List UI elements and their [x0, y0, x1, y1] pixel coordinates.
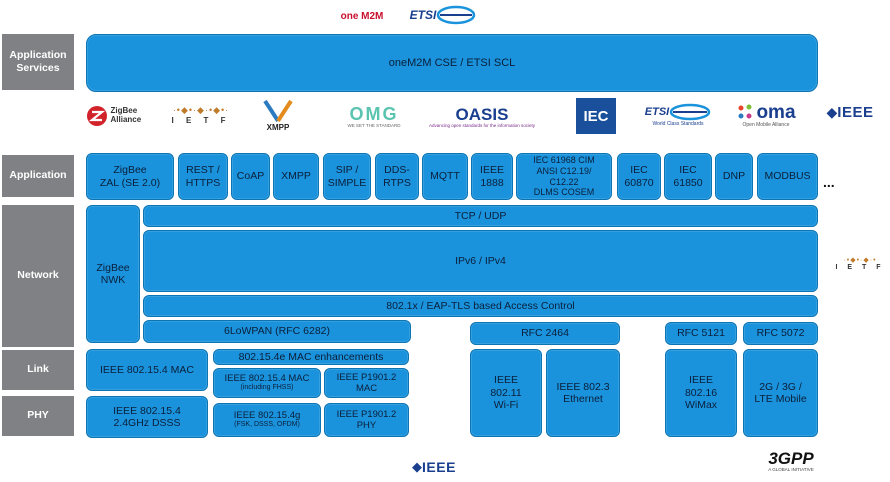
- omg-logo: OMG WE SET THE STANDARD: [340, 100, 408, 132]
- mac-154-fhss-label: IEEE 802.15.4 MAC: [224, 373, 310, 385]
- ethernet-block: IEEE 802.3 Ethernet: [546, 349, 620, 437]
- phy-154g-block: IEEE 802.15.4g (FSK, DSSS, OFDM): [213, 403, 321, 437]
- rfc-5072-block: RFC 5072: [743, 322, 818, 345]
- mac-154-block: IEEE 802.15.4 MAC: [86, 349, 208, 391]
- ieee-bottom-logo: ◆ IEEE: [398, 456, 470, 478]
- onem2m-logo: one M2M: [340, 4, 384, 30]
- wimax-block: IEEE 802.16 WiMax: [665, 349, 737, 437]
- ietf-right-logo-text: I E T F: [835, 263, 885, 271]
- ietf-right-logo: ·•◆•·◆·• I E T F: [832, 246, 888, 280]
- layer-label-network: Network: [2, 205, 74, 347]
- 3gpp-logo-text: 3GPP: [768, 449, 814, 468]
- layer-label-phy: PHY: [2, 396, 74, 436]
- iec-60870-block: IEC 60870: [617, 153, 661, 200]
- etsi-tagline: World Class Standards: [652, 121, 704, 127]
- ipv6-ipv4-block: IPv6 / IPv4: [143, 230, 818, 292]
- mobile-block: 2G / 3G / LTE Mobile: [743, 349, 818, 437]
- layer-label-app-services: Application Services: [2, 34, 74, 90]
- layer-label-application: Application: [2, 155, 74, 197]
- p1901-mac-block: IEEE P1901.2 MAC: [324, 368, 409, 398]
- onem2m-cse-block: oneM2M CSE / ETSI SCL: [86, 34, 818, 92]
- oma-logo-text: oma: [756, 101, 796, 123]
- iec-logo-text: IEC: [583, 107, 609, 125]
- phy-154g-label: IEEE 802.15.4g: [233, 410, 301, 422]
- mqtt-block: MQTT: [422, 153, 468, 200]
- etsi-row-swoosh-icon: [669, 103, 711, 121]
- etsi-top-logo-text: ETSI: [409, 8, 437, 22]
- dnp-block: DNP: [715, 153, 753, 200]
- ietf-logo-text: I E T F: [171, 116, 231, 125]
- etsi-row-logo: ETSI World Class Standards: [636, 98, 720, 132]
- omg-tagline: WE SET THE STANDARD: [347, 122, 401, 128]
- phy-154g-sublabel: (FSK, DSSS, OFDM): [234, 421, 300, 429]
- ieee-row-logo-text: IEEE: [837, 103, 874, 121]
- dds-rtps-block: DDS- RTPS: [375, 153, 419, 200]
- zigbee-alliance-logo: ZigBee Alliance: [84, 100, 156, 132]
- mac-154-fhss-sublabel: (including FHSS): [240, 384, 294, 392]
- xmpp-logo-text: XMPP: [266, 122, 290, 132]
- more-ellipsis: ...: [823, 174, 835, 190]
- mac-154-fhss-block: IEEE 802.15.4 MAC (including FHSS): [213, 368, 321, 398]
- oasis-logo: OASIS Advancing open standards for the i…: [422, 102, 542, 132]
- 3gpp-tagline: A GLOBAL INITIATIVE: [768, 467, 814, 472]
- zigbee-zal-block: ZigBee ZAL (SE 2.0): [86, 153, 174, 200]
- ietf-logo: ·•◆•·◆·•◆•· I E T F: [170, 98, 232, 132]
- sip-simple-block: SIP / SIMPLE: [323, 153, 371, 200]
- ieee-1888-block: IEEE 1888: [471, 153, 513, 200]
- etsi-top-logo: ETSI: [406, 4, 480, 26]
- etsi-swoosh-icon: [437, 5, 476, 25]
- iec-61968-block: IEC 61968 CIM ANSI C12.19/ C12.22 DLMS C…: [516, 153, 612, 200]
- phy-154-block: IEEE 802.15.4 2.4GHz DSSS: [86, 396, 208, 438]
- onem2m-logo-text: one M2M: [340, 11, 384, 22]
- iec-61850-block: IEC 61850: [664, 153, 712, 200]
- xmpp-icon: [263, 99, 293, 122]
- omg-logo-text: OMG: [349, 103, 399, 124]
- zigbee-z-icon: [86, 106, 107, 126]
- ieee-bottom-diamond-icon: ◆: [412, 459, 423, 474]
- xmpp-logo: XMPP: [258, 96, 298, 134]
- rfc-5121-block: RFC 5121: [665, 322, 737, 345]
- rfc-2464-block: RFC 2464: [470, 322, 620, 345]
- ieee-row-logo: ◆ IEEE: [814, 100, 886, 124]
- layer-label-link: Link: [2, 350, 74, 390]
- tcp-udp-block: TCP / UDP: [143, 205, 818, 227]
- p1901-phy-block: IEEE P1901.2 PHY: [324, 403, 409, 437]
- mac-154e-block: 802.15.4e MAC enhancements: [213, 349, 409, 365]
- zigbee-nwk-block: ZigBee NWK: [86, 205, 140, 343]
- access-control-block: 802.1x / EAP-TLS based Access Control: [143, 295, 818, 317]
- rest-https-block: REST / HTTPS: [178, 153, 228, 200]
- 3gpp-logo: 3GPP A GLOBAL INITIATIVE: [758, 444, 824, 478]
- coap-block: CoAP: [231, 153, 270, 200]
- iec-logo: IEC: [576, 98, 616, 134]
- etsi-row-logo-text: ETSI: [644, 106, 670, 118]
- oasis-logo-text: OASIS: [455, 105, 509, 124]
- modbus-block: MODBUS: [757, 153, 818, 200]
- wifi-block: IEEE 802.11 Wi-Fi: [470, 349, 542, 437]
- oma-logo: oma Open Mobile Alliance: [724, 98, 808, 132]
- 6lowpan-block: 6LoWPAN (RFC 6282): [143, 320, 411, 343]
- ietf-dots-icon: ·•◆•·◆·•◆•·: [172, 105, 230, 115]
- xmpp-block: XMPP: [273, 153, 319, 200]
- ieee-bottom-logo-text: IEEE: [422, 459, 456, 475]
- ieee-diamond-icon: ◆: [826, 103, 838, 120]
- oma-tagline: Open Mobile Alliance: [742, 121, 790, 128]
- oasis-tagline: Advancing open standards for the informa…: [428, 123, 536, 128]
- ietf-right-dots-icon: ·•◆•·◆·•: [843, 256, 877, 264]
- zigbee-alliance-text: ZigBee Alliance: [110, 106, 142, 124]
- oma-dots-icon: [738, 104, 752, 119]
